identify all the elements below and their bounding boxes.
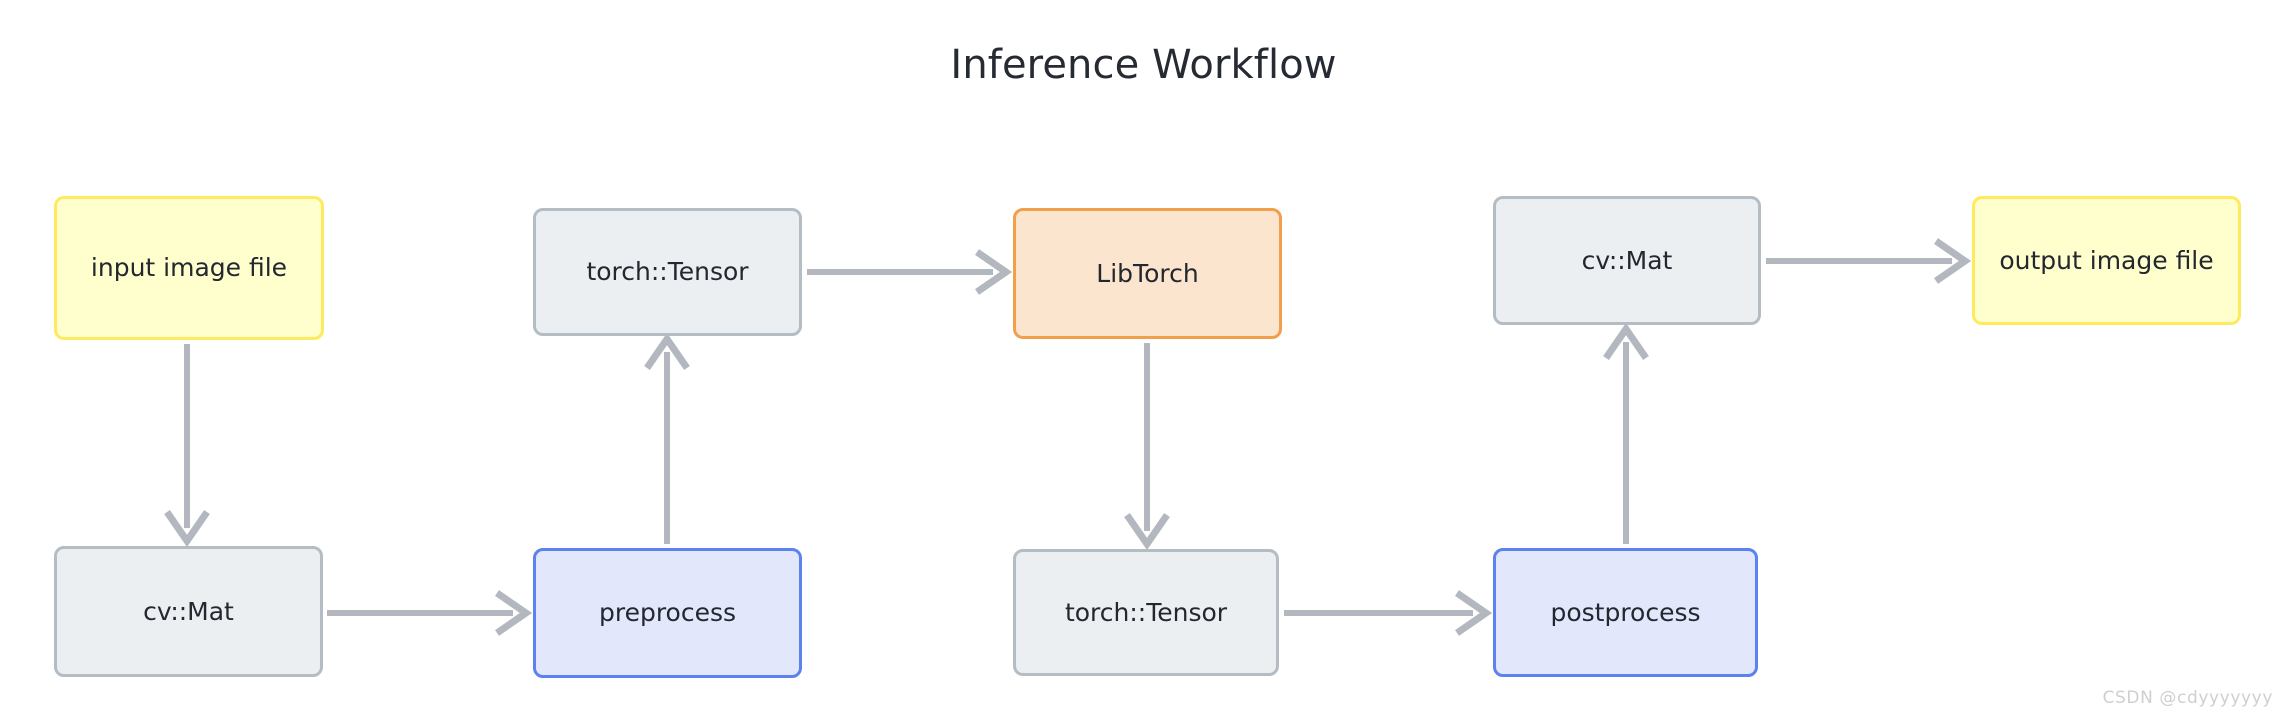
node-label: LibTorch [1096, 258, 1199, 288]
node-label: cv::Mat [143, 596, 234, 626]
page-title: Inference Workflow [950, 42, 1337, 88]
csdn-watermark: CSDN @cdyyyyyyy [2102, 688, 2273, 708]
edge-cvmat-to-output [1766, 238, 1972, 284]
node-postprocess[interactable]: postprocess [1493, 548, 1758, 677]
edge-input-to-cvmat [164, 344, 210, 548]
node-input-image-file[interactable]: input image file [54, 196, 324, 340]
edge-preprocess-to-tensor [644, 332, 690, 544]
node-label: preprocess [598, 598, 737, 627]
edge-libtorch-to-tensor [1124, 343, 1170, 551]
node-label: postprocess [1550, 597, 1701, 627]
node-label: output image file [1999, 245, 2214, 275]
edge-tensor-to-libtorch [807, 249, 1013, 295]
node-label: input image file [90, 253, 288, 282]
node-preprocess[interactable]: preprocess [533, 548, 802, 678]
node-cv-mat-in[interactable]: cv::Mat [54, 546, 323, 677]
node-label: torch::Tensor [1064, 597, 1228, 627]
edge-postprocess-to-cvmat [1603, 322, 1649, 544]
node-label: cv::Mat [1581, 245, 1673, 275]
node-torch-tensor-out[interactable]: torch::Tensor [1013, 549, 1279, 676]
node-output-image-file[interactable]: output image file [1972, 196, 2241, 325]
edge-tensor-to-postprocess [1284, 590, 1493, 636]
node-libtorch[interactable]: LibTorch [1013, 208, 1282, 339]
node-label: torch::Tensor [586, 257, 749, 286]
node-cv-mat-out[interactable]: cv::Mat [1493, 196, 1761, 325]
node-torch-tensor-in[interactable]: torch::Tensor [533, 208, 802, 336]
edge-cvmat-to-preprocess [327, 590, 533, 636]
